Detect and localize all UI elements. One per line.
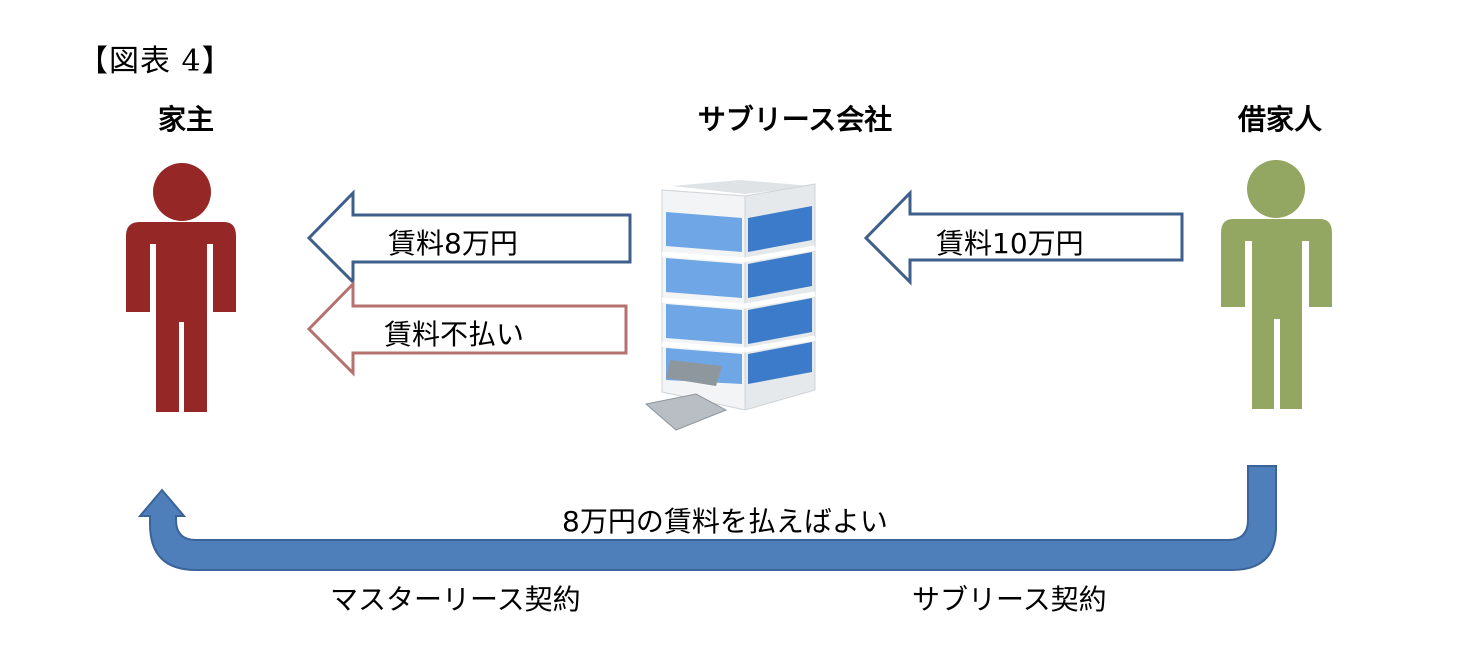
curve-label: 8万円の賃料を払えばよい [562, 505, 888, 538]
tenant-person-icon [1221, 160, 1332, 409]
rent-unpaid-label: 賃料不払い [384, 318, 525, 351]
sublease-company-label: サブリース会社 [697, 103, 893, 136]
building-icon [644, 180, 816, 431]
figure-title: 【図表 4】 [78, 44, 233, 79]
owner-label: 家主 [157, 103, 215, 136]
contract-flow-arrow [137, 465, 1277, 571]
rent-from-tenant-arrow [863, 189, 1184, 286]
rent-unpaid-arrow [306, 280, 628, 377]
master-lease-label: マスターリース契約 [330, 583, 581, 616]
tenant-label: 借家人 [1237, 103, 1323, 136]
rent-from-tenant-label: 賃料10万円 [936, 227, 1084, 260]
rent-to-owner-arrow [306, 189, 632, 286]
owner-person-icon [126, 163, 236, 412]
rent-to-owner-label: 賃料8万円 [388, 227, 518, 260]
sublease-label: サブリース契約 [912, 583, 1107, 616]
